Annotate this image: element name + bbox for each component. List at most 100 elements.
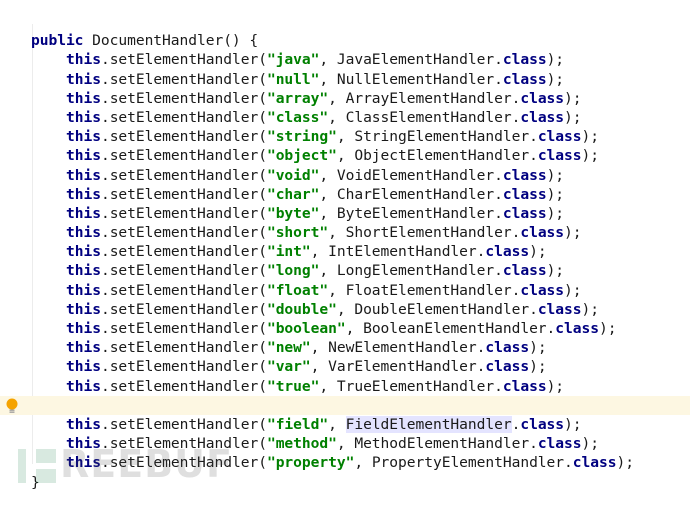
handler-key-string: "long": [266, 262, 320, 280]
set-element-handler-line[interactable]: this.setElementHandler("void", VoidEleme…: [0, 146, 690, 184]
class-keyword: class: [502, 204, 547, 222]
class-keyword: class: [485, 243, 530, 261]
handler-key-string: "char": [266, 185, 320, 203]
this-keyword: this: [66, 204, 101, 222]
call-suffix: );: [564, 89, 582, 107]
handler-key-string: "boolean": [266, 320, 346, 338]
argument-separator: ,: [336, 128, 355, 146]
class-keyword: class: [537, 435, 582, 453]
call-suffix: );: [546, 70, 565, 88]
method-call: .setElementHandler(: [100, 89, 267, 107]
handler-key-string: "true": [266, 377, 320, 395]
argument-separator: ,: [310, 243, 329, 261]
handler-class-name: ByteElementHandler: [336, 204, 495, 222]
dot: .: [494, 70, 503, 88]
handler-key-string: "field": [266, 415, 329, 433]
handler-class-name: JavaElementHandler: [336, 51, 495, 69]
handler-class-name: MethodElementHandler: [354, 435, 530, 453]
this-keyword: this: [66, 70, 101, 88]
class-keyword: class: [502, 377, 547, 395]
constructor-declaration-line[interactable]: public DocumentHandler() {: [0, 12, 690, 49]
handler-class-name: ClassElementHandler: [345, 108, 512, 126]
set-element-handler-line[interactable]: this.setElementHandler("object", ObjectE…: [0, 127, 690, 164]
handler-class-name: StringElementHandler: [354, 128, 530, 146]
set-element-handler-line[interactable]: this.setElementHandler("int", IntElement…: [0, 223, 690, 260]
set-element-handler-line[interactable]: this.setElementHandler("field", FieldEle…: [0, 395, 690, 433]
argument-separator: ,: [328, 89, 346, 107]
dot: .: [511, 415, 521, 433]
this-keyword: this: [66, 300, 101, 318]
method-call: .setElementHandler(: [100, 166, 267, 184]
dot: .: [476, 358, 486, 376]
set-element-handler-line[interactable]: this.setElementHandler("class", ClassEle…: [0, 89, 690, 126]
code-editor[interactable]: public DocumentHandler() { this.setEleme…: [0, 0, 690, 491]
constructor-signature: DocumentHandler() {: [83, 32, 259, 50]
dot: .: [529, 300, 538, 318]
set-element-handler-line[interactable]: this.setElementHandler("java", JavaEleme…: [0, 31, 690, 68]
set-element-handler-line[interactable]: this.setElementHandler("byte", ByteEleme…: [0, 185, 690, 222]
handler-key-string: "null": [266, 70, 320, 88]
lightbulb-icon[interactable]: [5, 398, 19, 414]
dot: .: [529, 147, 538, 165]
argument-separator: ,: [319, 185, 337, 203]
call-suffix: );: [546, 204, 565, 222]
this-keyword: this: [66, 320, 101, 338]
call-suffix: );: [564, 224, 582, 242]
argument-separator: ,: [310, 358, 329, 376]
set-element-handler-line[interactable]: this.setElementHandler("new", NewElement…: [0, 319, 690, 356]
set-element-handler-line[interactable]: this.setElementHandler("null", NullEleme…: [0, 50, 690, 88]
argument-separator: ,: [319, 70, 337, 88]
dot: .: [476, 339, 486, 357]
class-keyword: class: [520, 224, 565, 242]
class-keyword: class: [485, 358, 530, 376]
call-suffix: );: [529, 339, 547, 357]
method-call: .setElementHandler(: [100, 320, 267, 338]
set-element-handler-line[interactable]: this.setElementHandler("long", LongEleme…: [0, 242, 690, 279]
argument-separator: ,: [328, 224, 346, 242]
method-call: .setElementHandler(: [100, 377, 267, 395]
handler-class-name: NewElementHandler: [328, 339, 477, 357]
set-element-handler-line[interactable]: this.setElementHandler("string", StringE…: [0, 108, 690, 145]
handler-key-string: "var": [266, 358, 311, 376]
call-suffix: );: [546, 185, 565, 203]
class-keyword: class: [537, 128, 582, 146]
closing-brace-line[interactable]: }: [0, 453, 690, 491]
dot: .: [564, 454, 573, 472]
set-element-handler-line[interactable]: this.setElementHandler("boolean", Boolea…: [0, 300, 690, 337]
method-call: .setElementHandler(: [100, 281, 267, 299]
class-keyword: class: [537, 300, 582, 318]
set-element-handler-line[interactable]: this.setElementHandler("float", FloatEle…: [0, 261, 690, 299]
method-call: .setElementHandler(: [100, 415, 267, 433]
set-element-handler-line[interactable]: this.setElementHandler("property", Prope…: [0, 434, 690, 471]
closing-brace: }: [31, 473, 40, 491]
class-keyword: class: [520, 108, 565, 126]
argument-separator: ,: [310, 339, 329, 357]
set-element-handler-line[interactable]: this.setElementHandler("array", ArrayEle…: [0, 70, 690, 107]
argument-separator: ,: [345, 320, 364, 338]
call-suffix: );: [581, 300, 600, 318]
set-element-handler-line[interactable]: this.setElementHandler("double", DoubleE…: [0, 281, 690, 318]
set-element-handler-line[interactable]: this.setElementHandler("true", TrueEleme…: [0, 357, 690, 395]
set-element-handler-line[interactable]: this.setElementHandler("var", VarElement…: [0, 338, 690, 375]
set-element-handler-line[interactable]: this.setElementHandler("false", FalseEle…: [0, 377, 690, 414]
call-suffix: );: [581, 435, 600, 453]
code-area[interactable]: public DocumentHandler() { this.setEleme…: [0, 12, 690, 491]
set-element-handler-line[interactable]: this.setElementHandler("method", MethodE…: [0, 415, 690, 452]
handler-class-name: FieldElementHandler: [345, 415, 512, 433]
call-suffix: );: [581, 128, 600, 146]
handler-class-name: VoidElementHandler: [336, 166, 495, 184]
dot: .: [511, 89, 521, 107]
this-keyword: this: [66, 435, 101, 453]
set-element-handler-line[interactable]: this.setElementHandler("short", ShortEle…: [0, 204, 690, 241]
dot: .: [494, 166, 503, 184]
dot: .: [494, 377, 503, 395]
argument-separator: ,: [319, 262, 337, 280]
set-element-handler-line[interactable]: this.setElementHandler("char", CharEleme…: [0, 166, 690, 203]
this-keyword: this: [66, 224, 101, 242]
call-suffix: );: [529, 358, 547, 376]
method-call: .setElementHandler(: [100, 435, 267, 453]
handler-key-string: "short": [266, 224, 329, 242]
method-call: .setElementHandler(: [100, 204, 267, 222]
handler-key-string: "float": [266, 281, 329, 299]
handler-class-name: NullElementHandler: [336, 70, 495, 88]
